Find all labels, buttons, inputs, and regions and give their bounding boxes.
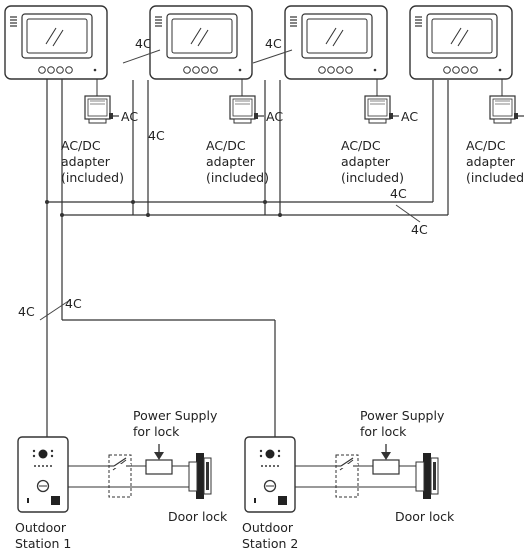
- adapter-caption: (included): [206, 170, 269, 185]
- monitor-screen: [306, 18, 368, 54]
- station-name-label: Outdoor: [242, 520, 294, 535]
- power-supply-box: [145, 459, 173, 475]
- monitor-button: [318, 66, 326, 74]
- monitor-button: [38, 66, 46, 74]
- adapter-caption: AC/DC: [61, 138, 101, 153]
- switch-box: [335, 454, 359, 498]
- adapter-caption: AC/DC: [206, 138, 246, 153]
- ac-label: AC: [266, 109, 283, 124]
- station-panel: [17, 436, 69, 513]
- station-panel: [244, 436, 296, 513]
- power-supply-label: for lock: [133, 424, 180, 439]
- monitor-cable-label: 4C: [148, 128, 165, 143]
- switch-box: [108, 454, 132, 498]
- adapter-caption: adapter: [206, 154, 256, 169]
- monitor-button: [47, 66, 55, 74]
- monitor-cable-label: 4C: [135, 36, 152, 51]
- monitor-button: [210, 66, 218, 74]
- monitor-cable-label: 4C: [265, 36, 282, 51]
- riser-cable-left-label: 4C: [18, 304, 35, 319]
- door-lock-icon: [415, 453, 439, 499]
- monitor-button: [452, 66, 460, 74]
- adapter-caption: adapter: [341, 154, 391, 169]
- monitor-button: [443, 66, 451, 74]
- station-name-label: Station 2: [242, 536, 298, 551]
- arrow-down-icon: [381, 452, 391, 460]
- bus-cable-lower-label: 4C: [411, 222, 428, 237]
- power-supply-label: Power Supply: [133, 408, 218, 423]
- monitor-button: [65, 66, 73, 74]
- door-lock-label: Door lock: [395, 509, 455, 524]
- monitor-button: [201, 66, 209, 74]
- ac-label: AC: [121, 109, 138, 124]
- monitor-button: [192, 66, 200, 74]
- power-supply-box: [372, 459, 400, 475]
- door-lock-label: Door lock: [168, 509, 228, 524]
- adapter-caption: (included): [466, 170, 525, 185]
- arrow-down-icon: [154, 452, 164, 460]
- adapter-caption: (included): [341, 170, 404, 185]
- adapter-caption: AC/DC: [466, 138, 506, 153]
- camera-icon: [265, 449, 275, 459]
- adapter-caption: adapter: [466, 154, 516, 169]
- monitor-button: [56, 66, 64, 74]
- bus-cable-upper-label: 4C: [390, 186, 407, 201]
- adapter-caption: adapter: [61, 154, 111, 169]
- power-supply-label: Power Supply: [360, 408, 445, 423]
- ac-dc-adapter-icon: [229, 79, 264, 124]
- monitor-button: [336, 66, 344, 74]
- monitor-button: [183, 66, 191, 74]
- adapter-caption: AC/DC: [341, 138, 381, 153]
- bus-wiring: [39, 49, 449, 440]
- monitor-button: [461, 66, 469, 74]
- monitor-button: [345, 66, 353, 74]
- station-name-label: Outdoor: [15, 520, 67, 535]
- ac-label: AC: [401, 109, 418, 124]
- power-supply-label: for lock: [360, 424, 407, 439]
- ac-dc-adapter-icon: [84, 79, 119, 124]
- monitor-screen: [171, 18, 233, 54]
- door-lock-icon: [188, 453, 212, 499]
- monitor-screen: [431, 18, 493, 54]
- adapter-caption: (included): [61, 170, 124, 185]
- camera-icon: [38, 449, 48, 459]
- monitor-screen: [26, 18, 88, 54]
- riser-cable-right-label: 4C: [65, 296, 82, 311]
- monitor-button: [327, 66, 335, 74]
- ac-dc-adapter-icon: [489, 79, 524, 124]
- ac-dc-adapter-icon: [364, 79, 399, 124]
- monitor-button: [470, 66, 478, 74]
- station-name-label: Station 1: [15, 536, 71, 551]
